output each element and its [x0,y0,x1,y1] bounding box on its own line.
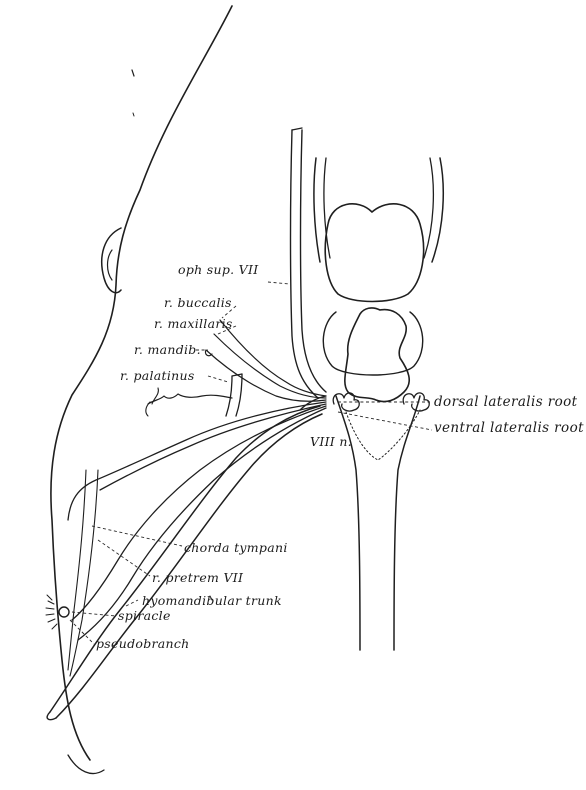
label-viii-n: VIII n. [310,436,352,449]
lower-hook [68,755,104,774]
medulla-ventricle [346,410,420,460]
label-dorsal-lateralis-root: dorsal lateralis root [434,396,577,410]
label-ventral-lateralis-root: ventral lateralis root [434,422,584,436]
brain-tube-right-outer [432,158,443,262]
hyomandibular-trunk-end [47,712,56,720]
label-pseudobranch: pseudobranch [96,638,190,651]
label-r-maxillaris: r. maxillaris [154,318,233,331]
leader-chorda-tympani [92,526,182,546]
r-palatinus-stalk-2 [236,374,242,416]
r-buccalis-branch [220,320,326,396]
r-palatinus-stalk [226,376,232,416]
eye-inner [108,250,113,280]
hyomandibular-trunk-b [56,414,322,718]
r-palatinus-branch [148,394,232,404]
mark-dot-1 [132,70,134,76]
leader-r-pretrem [98,540,150,576]
label-spiracle: spiracle [118,610,171,623]
label-oph-sup: oph sup. VII [178,264,258,277]
medulla-right-edge [394,396,420,650]
oph-sup-nerve-left [291,130,319,398]
spiracle-rays [46,595,57,629]
leader-pseudobranch [70,620,94,644]
trunk-1 [68,402,326,520]
brain-upper-lobe [325,204,423,302]
brain-tube-left-outer [314,158,320,262]
oph-sup-nerve-right [301,130,327,392]
label-r-buccalis: r. buccalis [164,297,232,310]
label-r-mandib: r. mandib. [134,344,201,357]
mark-dot-2 [133,113,134,116]
label-r-pretrem: r. pretrem VII [152,572,243,585]
leader-oph-sup [268,282,290,284]
r-mandib-branch [206,350,326,401]
label-chorda-tympani: chorda tympani [184,542,288,555]
label-hyomandibular-trunk: hyomandibular trunk [142,595,282,608]
trunk-3 [72,406,326,620]
spiracle-circle [59,607,69,617]
label-r-palatinus: r. palatinus [120,370,195,383]
brain-midbrain-ring [323,312,422,375]
leader-r-palatinus [208,376,228,382]
chorda-tympani-line [68,470,86,670]
brain-cerebellum [345,308,409,402]
brain-tube-right-inner [424,158,433,258]
oph-sup-nerve-top [292,128,302,130]
